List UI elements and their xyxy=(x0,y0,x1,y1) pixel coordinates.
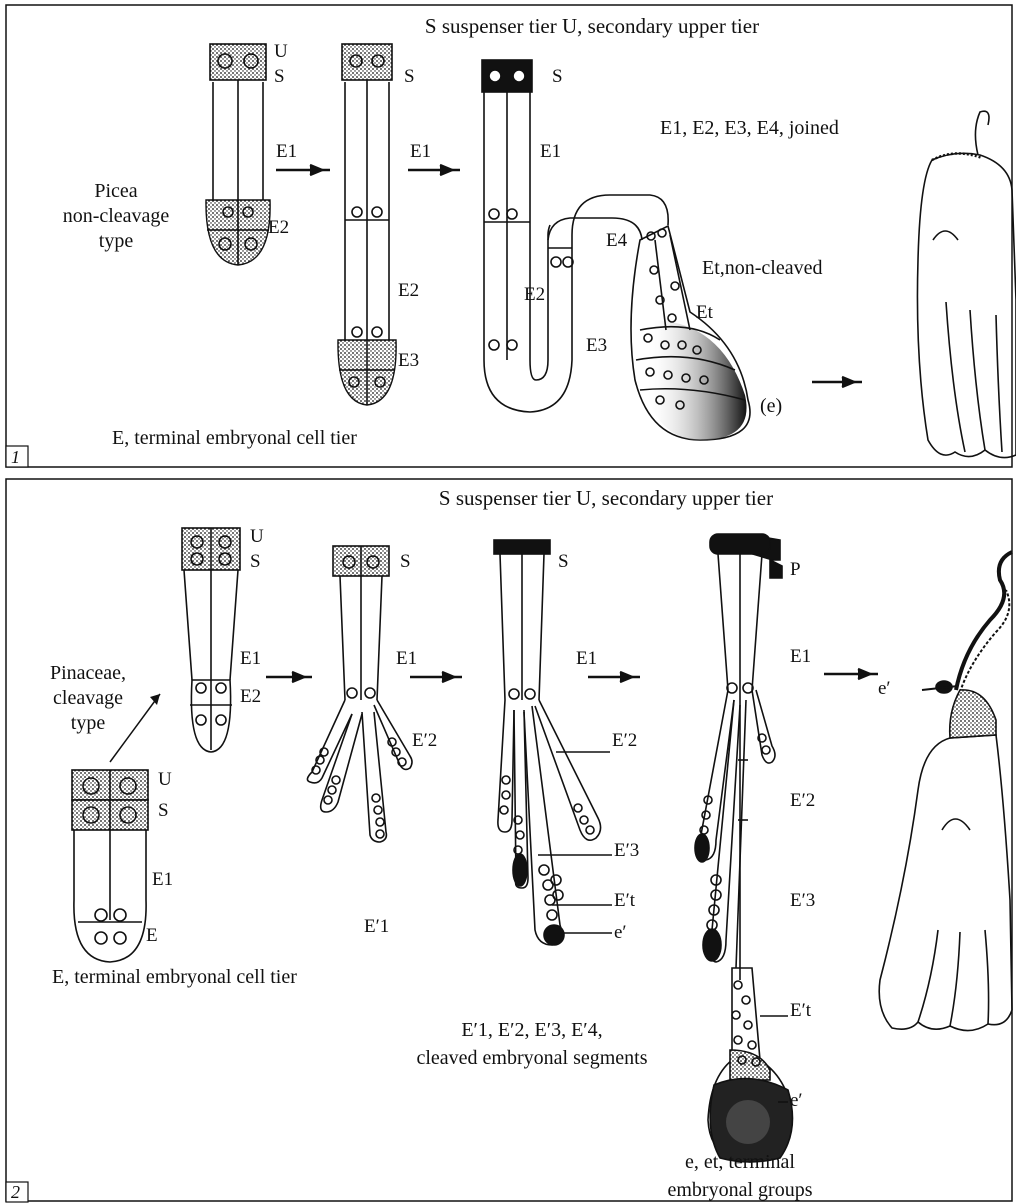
p1-label-S-3: S xyxy=(552,66,563,87)
panel-2-header: S suspenser tier U, secondary upper tier xyxy=(439,486,773,510)
panel-2-type-label-line1: Pinaceae, xyxy=(50,662,126,684)
p2-c-label-E3p: E′3 xyxy=(614,840,639,861)
p2-b-label-E1: E1 xyxy=(396,648,417,669)
p2-proembryo-d xyxy=(695,534,793,1162)
p2-d-label-Etp: E′t xyxy=(790,1000,812,1021)
panel-1-header: S suspenser tier U, secondary upper tier xyxy=(425,14,759,38)
p2-c-label-S: S xyxy=(558,551,569,572)
panel-2-number: 2 xyxy=(11,1182,20,1202)
panel-1-number: 1 xyxy=(11,447,20,467)
panel-1-type-label-line2: non-cleavage xyxy=(63,205,170,227)
panel-1-type-label-line3: type xyxy=(99,230,134,252)
p2-c-label-E1: E1 xyxy=(576,648,597,669)
p2-cleaved-label-line2: cleaved embryonal segments xyxy=(416,1047,647,1069)
p2-d-label-P: P xyxy=(790,559,801,580)
panel-2-type-label-line2: cleavage xyxy=(53,687,123,709)
p2-mature-embryo xyxy=(879,552,1012,1031)
p2-d-label-E1: E1 xyxy=(790,646,811,667)
panel-1-footer: E, terminal embryonal cell tier xyxy=(112,427,357,449)
p1-label-E1-b: E1 xyxy=(410,141,431,162)
p2-arrow-3 xyxy=(588,672,640,682)
p2-b-label-E1p: E′1 xyxy=(364,916,389,937)
p1-label-Et-c: Et xyxy=(696,302,714,323)
p2-terminal-label-line1: e, et, terminal xyxy=(685,1151,795,1173)
p2-pointer-arrowhead xyxy=(150,694,160,705)
p2-arrow-4 xyxy=(824,669,878,679)
p2-c-label-ep: e′ xyxy=(614,922,627,943)
p2-arrow-1 xyxy=(266,672,312,682)
p1-joined-label: E1, E2, E3, E4, joined xyxy=(660,117,839,139)
p2-proembryo-a xyxy=(182,528,240,752)
p2-young-label-E1: E1 xyxy=(152,869,173,890)
p2-young-label-U: U xyxy=(158,769,172,790)
p1-label-E2-a: E2 xyxy=(268,217,289,238)
p2-c-label-E2p: E′2 xyxy=(612,730,637,751)
p2-young-label-S: S xyxy=(158,800,169,821)
p2-c-label-Etp: E′t xyxy=(614,890,636,911)
p1-label-U: U xyxy=(274,41,288,62)
p1-label-E3-b: E3 xyxy=(398,350,419,371)
panel-2-footer: E, terminal embryonal cell tier xyxy=(52,966,297,988)
panel-1-type-label-line1: Picea xyxy=(94,180,137,202)
p2-a-label-U: U xyxy=(250,526,264,547)
p1-proembryo-1 xyxy=(206,44,270,265)
p2-cleaved-label-line1: E′1, E′2, E′3, E′4, xyxy=(461,1019,602,1041)
p1-label-S: S xyxy=(274,66,285,87)
p1-label-E2-c: E2 xyxy=(524,284,545,305)
p1-label-e: (e) xyxy=(760,395,782,417)
p1-label-S-2: S xyxy=(404,66,415,87)
p2-proembryo-c xyxy=(494,540,612,945)
p2-proembryo-b xyxy=(307,546,412,842)
p2-d-label-ep: e′ xyxy=(790,1090,803,1111)
p2-young-label-E: E xyxy=(146,925,158,946)
p1-label-E4-c: E4 xyxy=(606,230,628,251)
p2-young-proembryo xyxy=(72,770,148,962)
p2-a-label-E1: E1 xyxy=(240,648,261,669)
p1-proembryo-2 xyxy=(338,44,396,405)
p2-arrow-2 xyxy=(410,672,462,682)
p1-noncleaved-label: Et,non-cleaved xyxy=(702,257,823,279)
p1-label-E2-b: E2 xyxy=(398,280,419,301)
p2-d-label-E3p: E′3 xyxy=(790,890,815,911)
panel-2-frame xyxy=(6,479,1012,1201)
p2-terminal-label-line2: embryonal groups xyxy=(668,1179,813,1201)
p2-d-label-E2p: E′2 xyxy=(790,790,815,811)
p1-arrow-1 xyxy=(276,165,330,175)
p2-a-label-E2: E2 xyxy=(240,686,261,707)
p1-arrow-3 xyxy=(812,377,862,387)
p2-b-label-S: S xyxy=(400,551,411,572)
p2-b-label-E2p: E′2 xyxy=(412,730,437,751)
p1-label-E1-a: E1 xyxy=(276,141,297,162)
p2-arrow-e-label: e′ xyxy=(878,678,891,699)
p1-arrow-2 xyxy=(408,165,460,175)
p2-a-label-S: S xyxy=(250,551,261,572)
panel-2-type-label-line3: type xyxy=(71,712,106,734)
p1-mature-embryo xyxy=(917,111,1016,457)
p1-label-E3-c: E3 xyxy=(586,335,607,356)
p1-label-E1-c: E1 xyxy=(540,141,561,162)
